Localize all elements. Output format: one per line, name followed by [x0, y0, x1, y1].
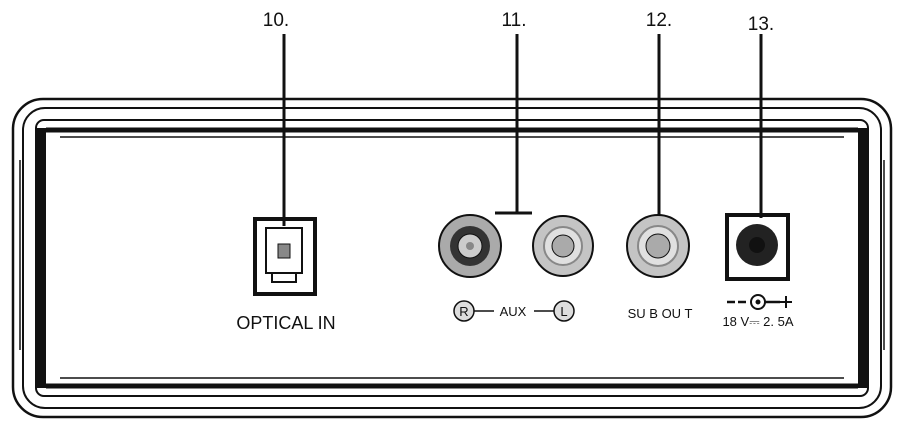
callout-10: 10. — [263, 10, 289, 31]
rca-jack-icon — [626, 214, 690, 278]
aux-l-label: L — [560, 304, 567, 319]
sub-out-label: SU B OU T — [628, 306, 693, 321]
rca-jack-icon — [532, 215, 594, 277]
aux-label: AUX — [500, 304, 527, 319]
aux-r-label: R — [459, 304, 468, 319]
callout-13: 13. — [748, 14, 774, 35]
callout-11: 11. — [501, 10, 526, 31]
callout-12: 12. — [646, 10, 672, 31]
optical-port-icon — [253, 217, 317, 296]
optical-in-label: OPTICAL IN — [236, 313, 335, 333]
aux-label-row: R AUX L — [453, 300, 575, 322]
callout-lines — [282, 34, 763, 226]
device-housing — [11, 97, 893, 419]
dc-polarity-icon — [727, 294, 792, 310]
dc-jack-icon — [725, 213, 790, 281]
rca-jack-icon — [438, 214, 502, 278]
power-rating-label: 18 V⎓ 2. 5A — [722, 314, 793, 329]
